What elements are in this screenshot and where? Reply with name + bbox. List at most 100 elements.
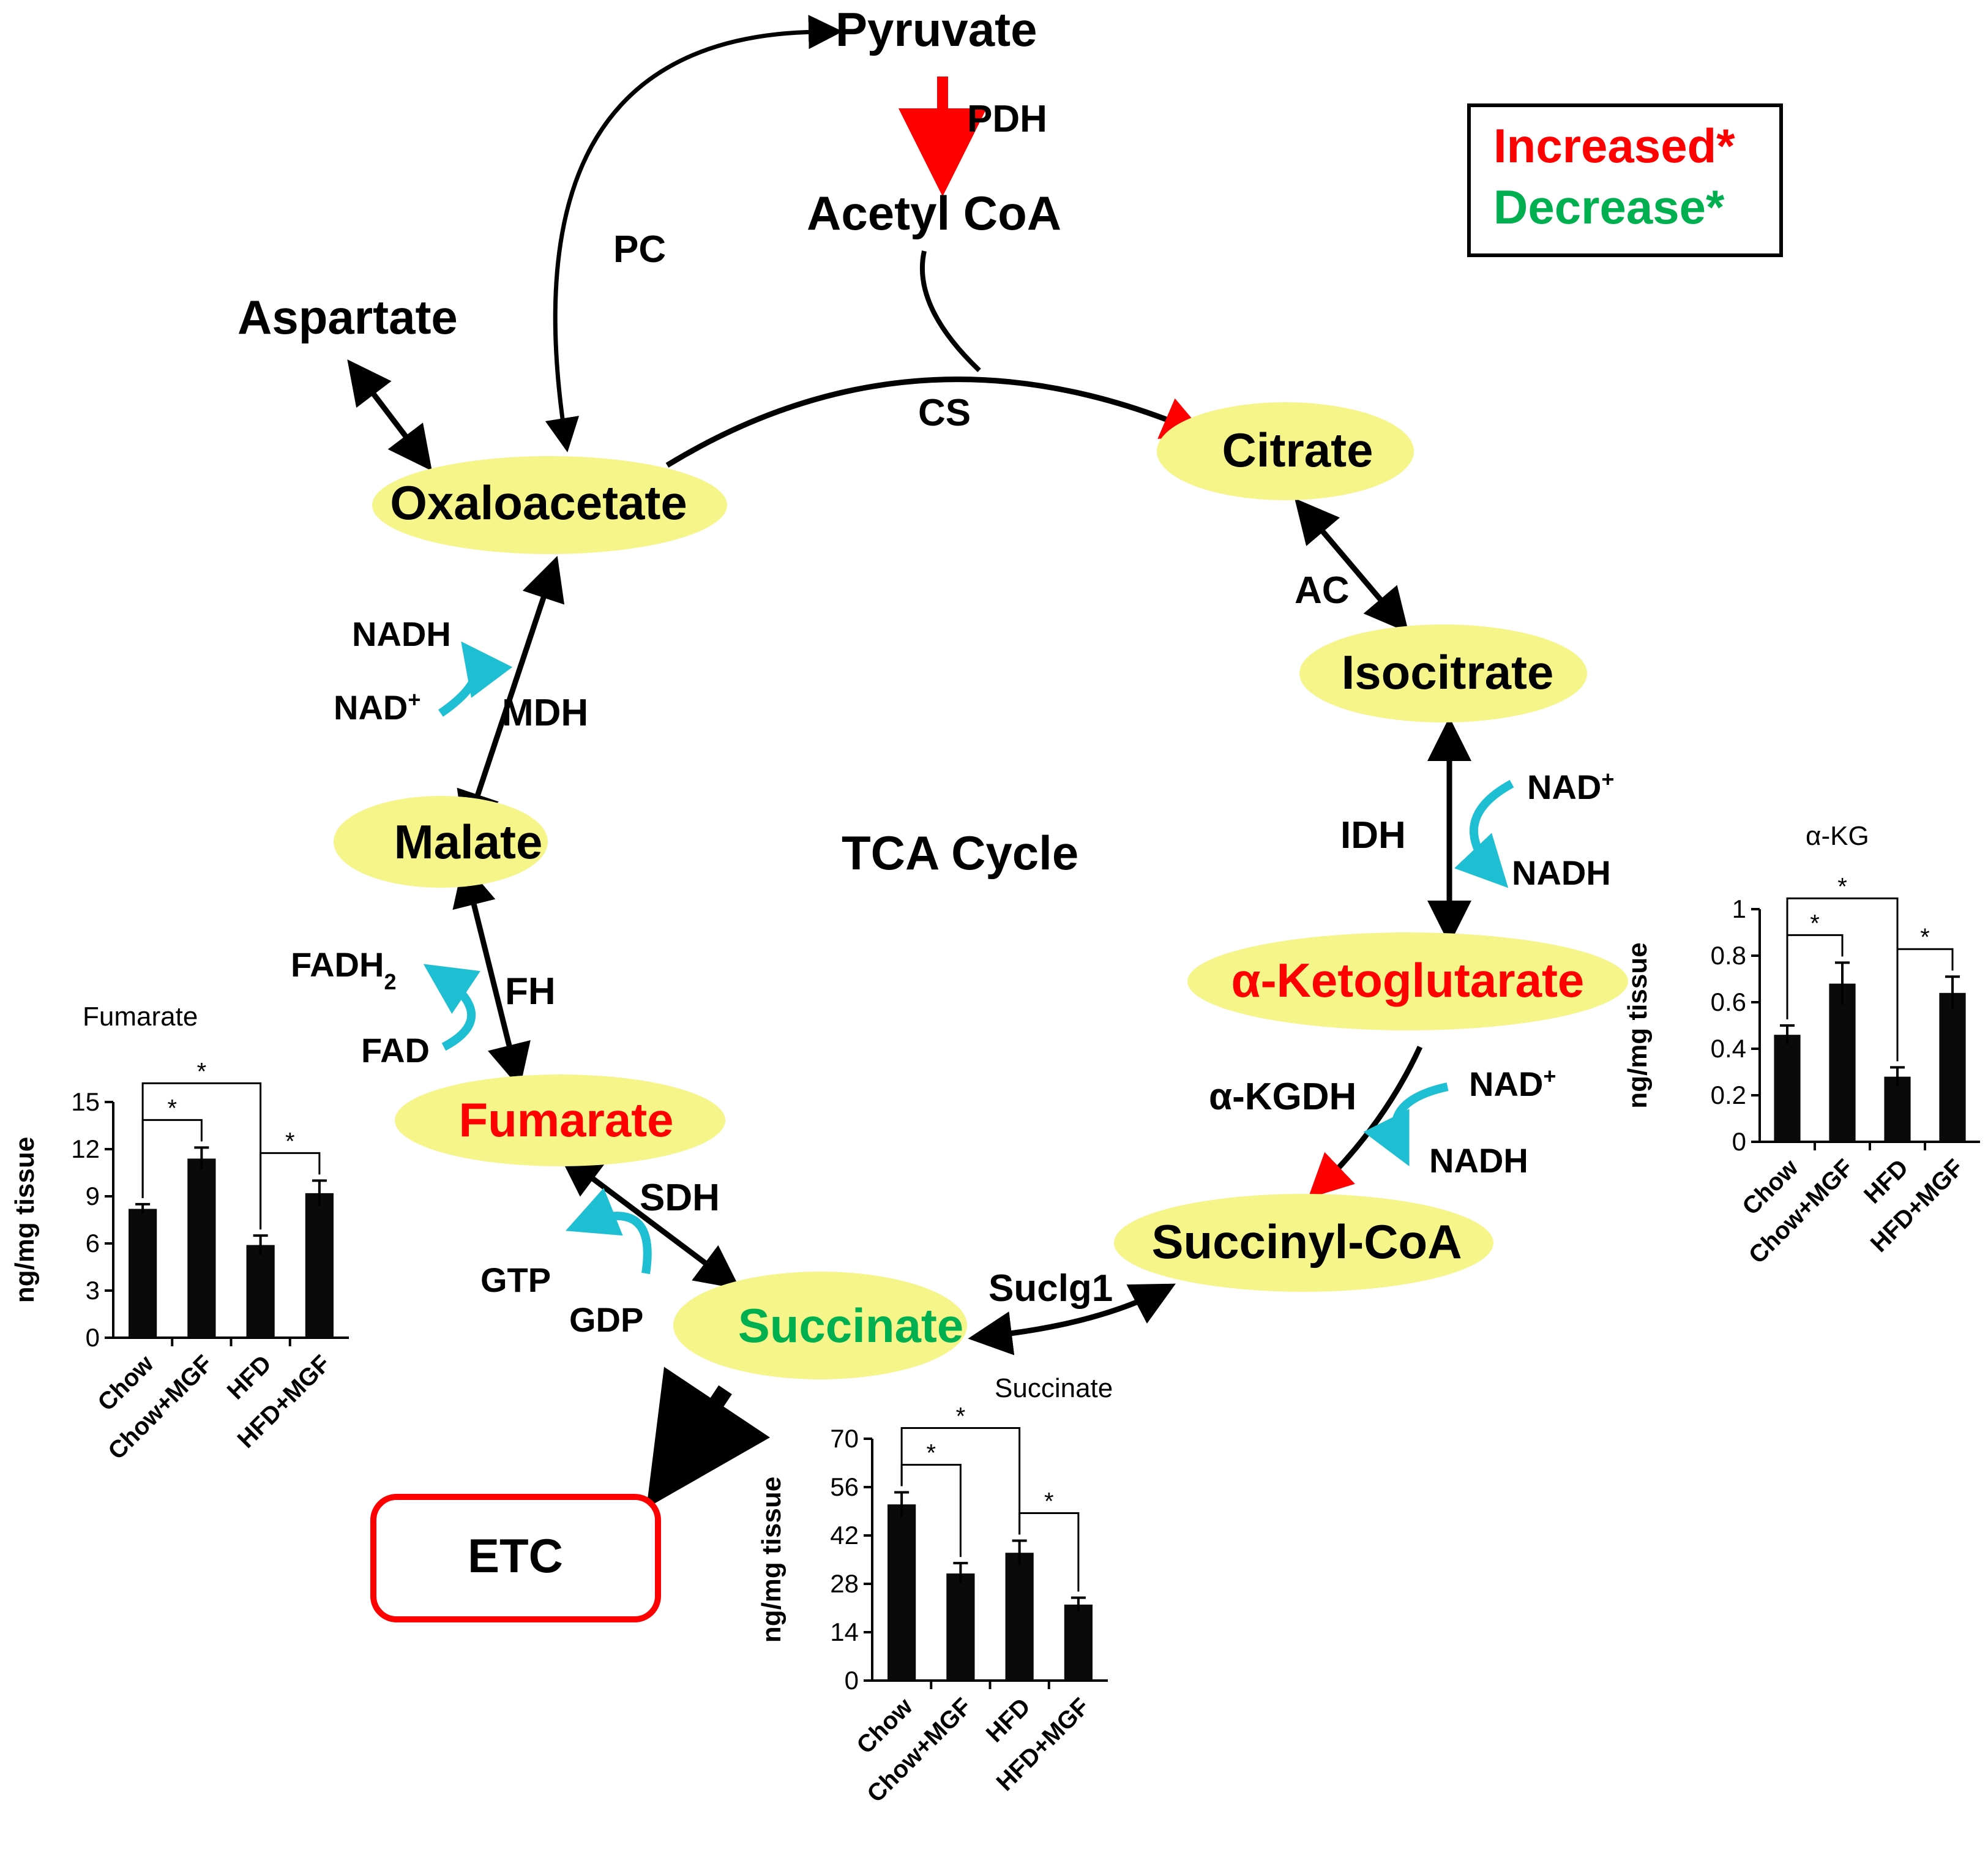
y-tick-label: 0.2 <box>1711 1081 1746 1109</box>
bar <box>1005 1553 1034 1681</box>
legend-increased: Increased* <box>1493 119 1735 173</box>
chart-title: α-KG <box>1806 821 1869 851</box>
cofactor-sdh-gtp: GTP <box>480 1261 551 1299</box>
bar <box>1064 1604 1093 1681</box>
significance-bracket <box>1786 897 1899 1062</box>
y-axis-label: ng/mg tissue <box>1623 942 1653 1108</box>
bar <box>129 1209 157 1338</box>
y-tick-label: 6 <box>86 1229 100 1258</box>
akgdh-cofactor-arrow <box>1363 1082 1449 1167</box>
enzyme-mdh: MDH <box>502 692 588 734</box>
bar <box>1774 1035 1801 1142</box>
mdh-arrow <box>457 555 565 837</box>
suclg1-arrow <box>968 1283 1176 1355</box>
significance-star: * <box>197 1058 207 1085</box>
y-tick-label: 28 <box>830 1569 859 1598</box>
node-fumarate: Fumarate <box>395 1074 725 1166</box>
mdh-cofactor-arrow <box>438 641 513 717</box>
enzyme-pdh: PDH <box>967 98 1047 140</box>
y-tick-label: 0.6 <box>1711 988 1746 1016</box>
idh-cofactor-arrow <box>1454 779 1514 888</box>
node-succinyl-coa: Succinyl-CoA <box>1114 1194 1493 1292</box>
bar <box>187 1158 216 1338</box>
significance-bracket <box>141 1082 262 1230</box>
bar <box>1884 1076 1911 1142</box>
significance-star: * <box>1810 910 1820 937</box>
malate-label: Malate <box>394 815 543 869</box>
y-axis-label: ng/mg tissue <box>10 1137 40 1303</box>
cofactor-fh-fad: FAD <box>361 1031 430 1070</box>
node-isocitrate: Isocitrate <box>1299 624 1587 722</box>
cofactor-sdh-gdp: GDP <box>569 1300 643 1339</box>
etc-label: ETC <box>468 1529 563 1583</box>
isocitrate-label: Isocitrate <box>1342 645 1554 699</box>
node-citrate: Citrate <box>1157 402 1414 500</box>
pc-arrow <box>545 15 843 452</box>
enzyme-suclg1: Suclg1 <box>988 1267 1113 1310</box>
acetyl-coa-join-arrow <box>920 250 981 372</box>
y-tick-label: 42 <box>830 1521 859 1550</box>
fh-arrow <box>452 861 531 1089</box>
y-tick-label: 3 <box>86 1276 100 1305</box>
significance-star: * <box>1920 924 1930 951</box>
significance-star: * <box>926 1439 936 1466</box>
y-tick-label: 15 <box>71 1087 100 1116</box>
ac-arrow <box>1295 498 1409 633</box>
cofactor-mdh-nadh: NADH <box>352 615 451 653</box>
enzyme-pc: PC <box>613 228 666 271</box>
cofactor-idh-nadh: NADH <box>1512 853 1611 892</box>
succinyl-coa-label: Succinyl-CoA <box>1151 1215 1462 1269</box>
enzyme-idh: IDH <box>1340 814 1406 857</box>
bar <box>1939 992 1966 1142</box>
akgdh-arrow <box>1307 1046 1423 1199</box>
cofactor-akgdh-nadh: NADH <box>1429 1141 1528 1180</box>
y-tick-label: 12 <box>71 1134 100 1163</box>
tca-cycle-title: TCA Cycle <box>842 826 1078 880</box>
aspartate-arrow <box>347 359 432 471</box>
aspartate-label: Aspartate <box>237 290 458 344</box>
succinate-label: Succinate <box>738 1299 963 1352</box>
y-tick-label: 1 <box>1732 894 1746 923</box>
y-tick-label: 9 <box>86 1182 100 1210</box>
etc-arrow <box>646 1367 771 1509</box>
y-tick-label: 0 <box>845 1666 859 1695</box>
y-tick-label: 56 <box>830 1472 859 1501</box>
significance-star: * <box>956 1403 966 1430</box>
node-succinate: Succinate <box>673 1272 967 1379</box>
oxaloacetate-label: Oxaloacetate <box>390 476 687 530</box>
node-oxaloacetate: Oxaloacetate <box>372 456 727 554</box>
bar <box>246 1245 275 1338</box>
significance-star: * <box>285 1128 295 1155</box>
legend-decreased: Decrease* <box>1493 180 1725 234</box>
cofactor-mdh-nad: NAD+ <box>334 687 420 727</box>
chart-title: Succinate <box>995 1373 1113 1403</box>
enzyme-akgdh: α-KGDH <box>1209 1076 1356 1118</box>
pyruvate-label: Pyruvate <box>835 2 1037 56</box>
bar <box>1829 983 1856 1142</box>
x-tick-label: HFD <box>981 1693 1036 1747</box>
acetyl-coa-label: Acetyl CoA <box>807 186 1061 240</box>
cofactor-idh-nad: NAD+ <box>1527 767 1614 807</box>
y-tick-label: 0.4 <box>1711 1034 1746 1063</box>
chart-title: Fumarate <box>83 1002 198 1032</box>
y-tick-label: 0.8 <box>1711 941 1746 970</box>
y-tick-label: 14 <box>830 1618 859 1646</box>
fh-cofactor-arrow <box>423 964 480 1051</box>
etc-box: ETC <box>370 1494 661 1622</box>
bar <box>946 1573 975 1681</box>
significance-bracket <box>900 1426 1021 1535</box>
bar <box>305 1193 334 1338</box>
bar <box>887 1504 916 1681</box>
significance-star: * <box>1044 1488 1054 1515</box>
fumarate-label: Fumarate <box>458 1093 673 1147</box>
node-alpha-ketoglutarate: α-Ketoglutarate <box>1187 932 1628 1030</box>
significance-star: * <box>167 1095 177 1122</box>
legend-box: Increased* Decrease* <box>1467 103 1783 257</box>
alpha-ketoglutarate-label: α-Ketoglutarate <box>1231 953 1585 1007</box>
y-tick-label: 70 <box>830 1424 859 1453</box>
